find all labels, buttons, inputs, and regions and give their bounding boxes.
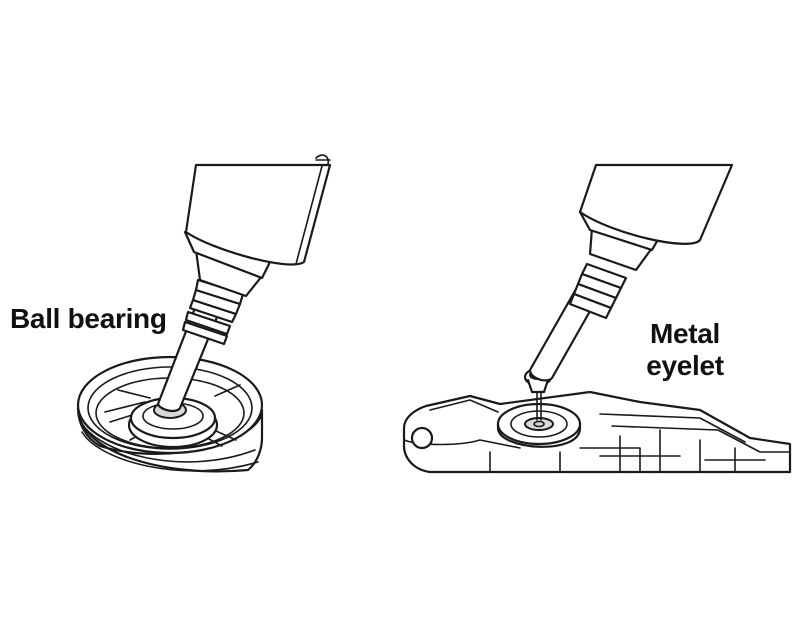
label-metal-eyelet-line2: eyelet (646, 350, 724, 381)
metal-frame (402, 390, 792, 474)
grease-tube-left (156, 154, 332, 413)
label-ball-bearing: Ball bearing (10, 303, 167, 334)
grease-tube-right (528, 163, 734, 382)
label-metal-eyelet-line1: Metal (649, 318, 721, 349)
label-metal-eyelet: Metal eyelet (642, 318, 728, 382)
frame-boss (496, 402, 582, 448)
